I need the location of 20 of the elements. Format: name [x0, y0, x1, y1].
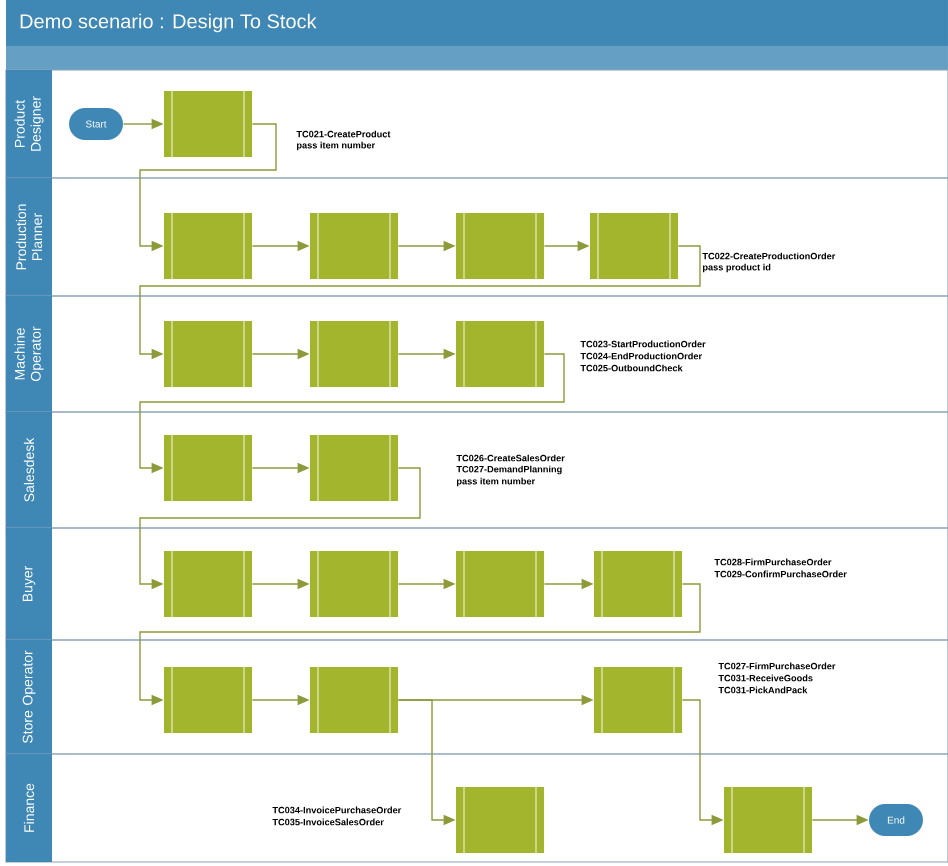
process-box: [164, 550, 252, 618]
process-box: [456, 320, 544, 388]
process-box: [594, 666, 682, 734]
process-box: [310, 550, 398, 618]
process-box: [456, 212, 544, 280]
title-bar: Demo scenario : Design To Stock: [6, 0, 948, 46]
process-box: [164, 434, 252, 502]
process-box: [310, 320, 398, 388]
process-box: [594, 550, 682, 618]
process-box: [164, 320, 252, 388]
process-box: [164, 212, 252, 280]
process-box: [164, 90, 252, 158]
process-box: [456, 550, 544, 618]
process-box: [724, 786, 812, 854]
process-box: [590, 212, 678, 280]
process-box: [456, 786, 544, 854]
process-box: [164, 666, 252, 734]
process-box: [310, 666, 398, 734]
process-box: [310, 212, 398, 280]
process-box: [310, 434, 398, 502]
